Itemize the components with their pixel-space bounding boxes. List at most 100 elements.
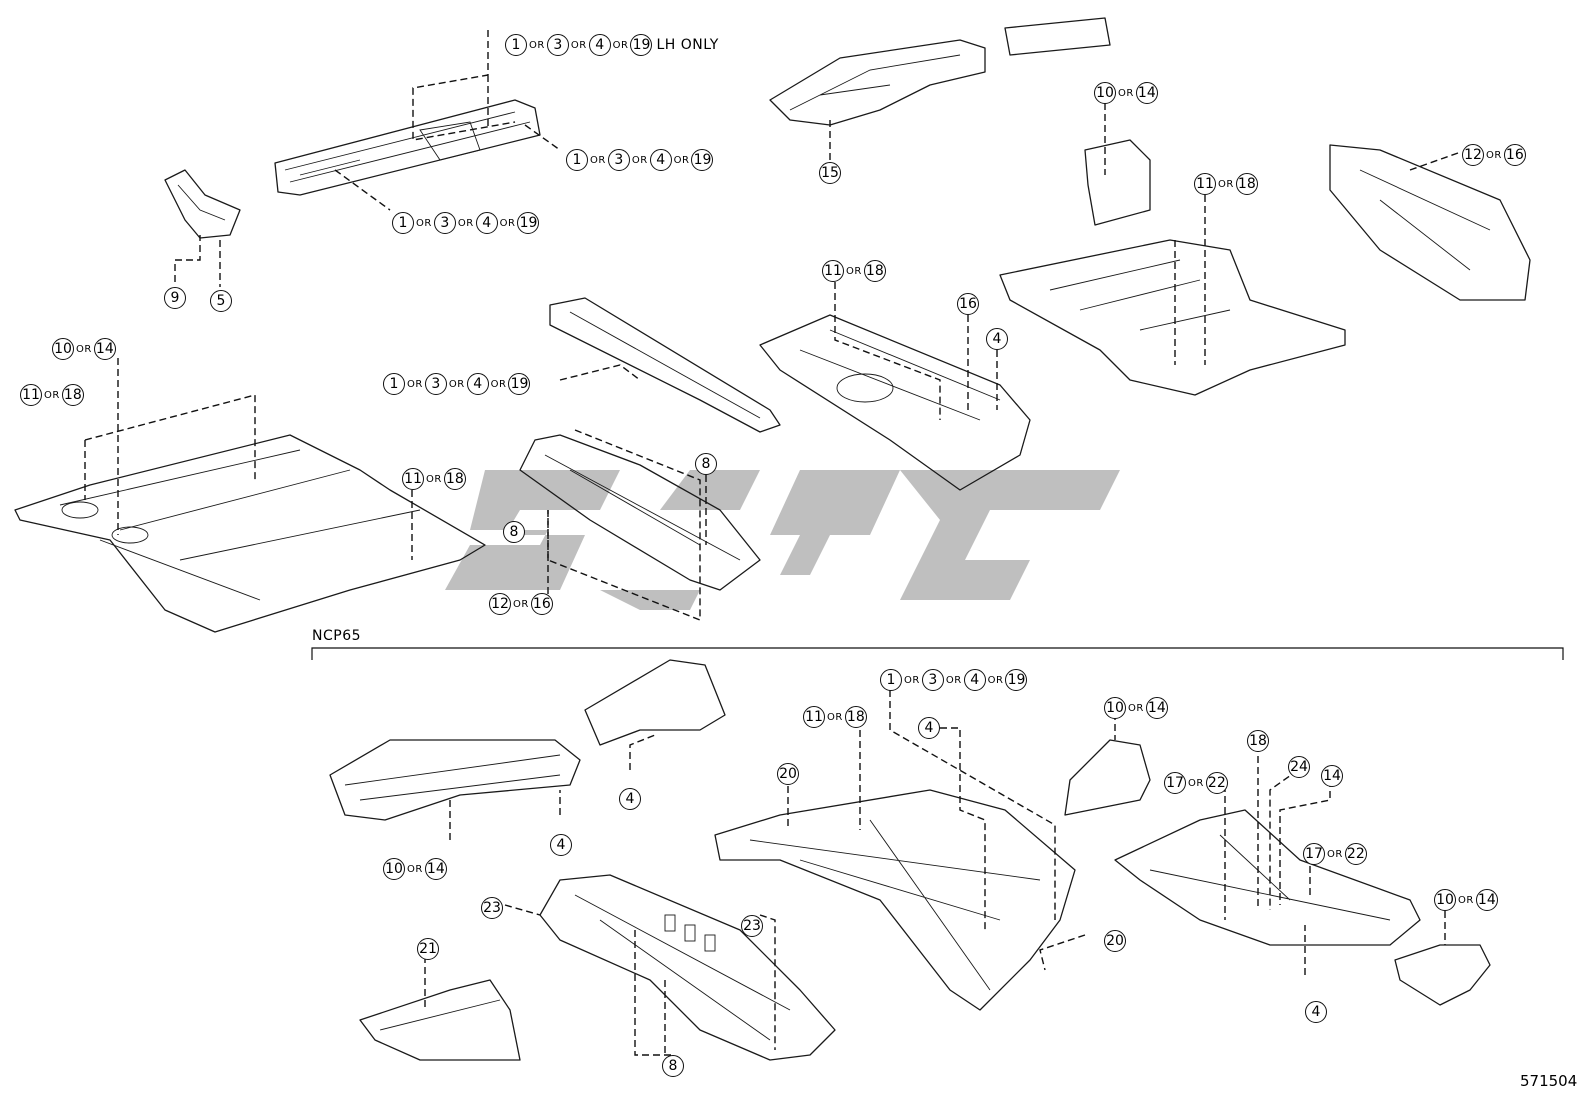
part-number-1: 1 [505,34,527,56]
or-text: OR [904,674,920,686]
rear-floor-crossmember [539,874,836,1061]
callout-8: 8 [695,453,717,475]
group-label: NCP65 [312,628,362,644]
or-text: OR [448,378,465,390]
or-text: OR [1458,894,1474,906]
or-text: OR [407,378,423,390]
part-number-14: 14 [1321,765,1343,787]
part-number-11: 11 [1194,173,1216,195]
part-number-11: 11 [20,384,42,406]
part-number-4: 4 [466,373,489,395]
part-number-4: 4 [963,669,986,691]
part-number-8: 8 [662,1055,684,1077]
or-text: OR [499,217,516,229]
part-number-4: 4 [619,788,641,810]
part-number-14: 14 [93,338,116,360]
part-number-1: 1 [880,669,902,691]
front-floor-pan [14,434,486,633]
or-text: OR [631,154,648,166]
part-number-20: 20 [1104,930,1126,952]
callout-9: 9 [164,287,186,309]
part-number-5: 5 [210,290,232,312]
or-text: OR [827,711,843,723]
part-number-14: 14 [1475,889,1498,911]
floor-crossmember [519,434,761,591]
part-number-19: 19 [691,149,714,171]
leader-lines [84,30,1459,1056]
part-number-18: 18 [844,706,867,728]
or-text: OR [673,154,690,166]
part-number-18: 18 [1235,173,1258,195]
floor-bracket [164,169,241,239]
part-number-12: 12 [1462,144,1484,166]
group-bracket [311,647,1564,660]
part-number-1: 1 [566,149,588,171]
floor-reinforcement [1084,139,1151,226]
watermark-logo [445,470,1120,610]
or-text: OR [426,473,442,485]
part-number-14: 14 [424,858,447,880]
or-text: OR [416,217,432,229]
part-number-4: 4 [918,717,940,739]
callout-20: 20 [777,763,799,785]
callout-4: 4 [619,788,641,810]
callout-4: 4 [1305,1001,1327,1023]
part-number-10: 10 [1104,697,1126,719]
or-text: OR [1218,178,1234,190]
part-number-14: 14 [1135,82,1158,104]
or-text: OR [846,265,862,277]
or-text: OR [490,378,507,390]
part-number-19: 19 [508,373,531,395]
part-number-4: 4 [550,834,572,856]
or-text: OR [457,217,474,229]
callout-15: 15 [819,162,841,184]
part-number-24: 24 [1288,756,1310,778]
callout-23: 23 [741,915,763,937]
rear-floor-main [714,789,1076,1011]
part-number-14: 14 [1145,697,1168,719]
part-number-9: 9 [164,287,186,309]
part-number-15: 15 [819,162,841,184]
or-text: OR [407,863,423,875]
part-number-21: 21 [417,938,439,960]
part-number-23: 23 [741,915,763,937]
or-text: OR [945,674,962,686]
jack-bracket [359,979,521,1061]
part-number-18: 18 [1247,730,1269,752]
part-number-11: 11 [803,706,825,728]
callout-8: 8 [503,521,525,543]
part-number-16: 16 [530,593,553,615]
part-number-20: 20 [777,763,799,785]
or-text: OR [76,343,92,355]
part-number-4: 4 [588,34,611,56]
part-number-3: 3 [424,373,447,395]
part-number-10: 10 [1094,82,1116,104]
diagram-code: 571504 [1520,1072,1578,1090]
or-text: OR [44,389,60,401]
part-number-3: 3 [433,212,456,234]
callout-23: 23 [481,897,503,919]
part-number-10: 10 [1434,889,1456,911]
or-text: OR [1128,702,1144,714]
or-text: OR [570,39,587,51]
part-number-18: 18 [443,468,466,490]
part-number-1: 1 [383,373,405,395]
rear-floor-side-member [769,17,1111,126]
callout-4: 4 [986,328,1008,350]
or-text: OR [1188,777,1204,789]
part-number-1: 1 [392,212,414,234]
callout-24: 24 [1288,756,1310,778]
part-number-19: 19 [517,212,540,234]
center-rear-floor [759,314,1031,491]
